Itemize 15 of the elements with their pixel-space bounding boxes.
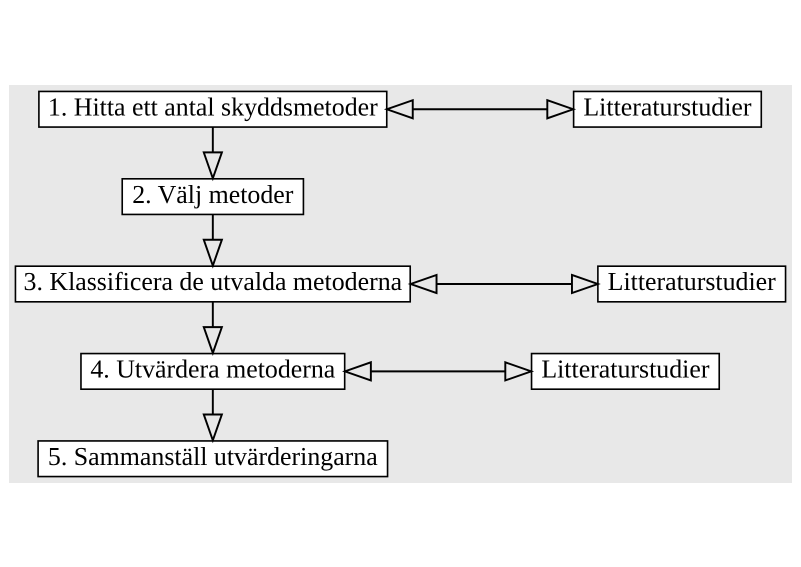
arrow <box>342 360 534 382</box>
arrow <box>202 388 224 443</box>
node-box: Litteraturstudier <box>530 352 720 390</box>
node-box: 1. Hitta ett antal skyddsmetoder <box>38 90 388 128</box>
arrow <box>408 273 601 294</box>
node-box: 4. Utvärdera metoderna <box>80 352 346 390</box>
arrow <box>202 214 224 268</box>
node-box: 2. Välj metoder <box>121 178 304 215</box>
node-box: Litteraturstudier <box>572 90 762 128</box>
arrow <box>384 98 576 120</box>
node-box: 5. Sammanställ utvärderingarna <box>37 440 388 477</box>
arrow <box>202 126 224 181</box>
node-box: 3. Klassificera de utvalda metoderna <box>14 264 412 302</box>
node-box: Litteraturstudier <box>597 264 786 302</box>
arrow <box>202 301 224 356</box>
